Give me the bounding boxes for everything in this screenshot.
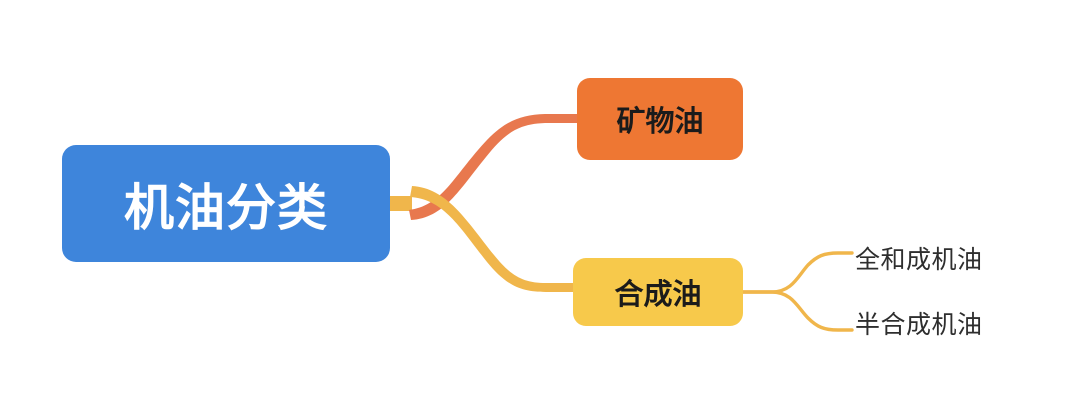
connector-synthetic-to-full: [740, 251, 854, 294]
node-semi-synthetic-oil-label: 半合成机油: [855, 311, 983, 339]
node-mineral-oil[interactable]: 矿物油: [577, 78, 743, 160]
node-synthetic-oil-label: 合成油: [614, 279, 702, 311]
node-root-label: 机油分类: [124, 179, 328, 236]
connector-root-to-synthetic: [410, 186, 574, 292]
connector-root-to-mineral: [409, 114, 578, 220]
node-semi-synthetic-oil[interactable]: 半合成机油: [855, 307, 983, 339]
node-synthetic-oil[interactable]: 合成油: [573, 258, 743, 326]
connector-synthetic-to-semi: [740, 290, 854, 332]
node-mineral-oil-label: 矿物油: [616, 106, 704, 138]
node-fully-synthetic-oil-label: 全和成机油: [855, 246, 983, 274]
node-root[interactable]: 机油分类: [62, 145, 390, 262]
connector-trunk-stub: [389, 196, 412, 211]
node-fully-synthetic-oil[interactable]: 全和成机油: [855, 242, 983, 274]
